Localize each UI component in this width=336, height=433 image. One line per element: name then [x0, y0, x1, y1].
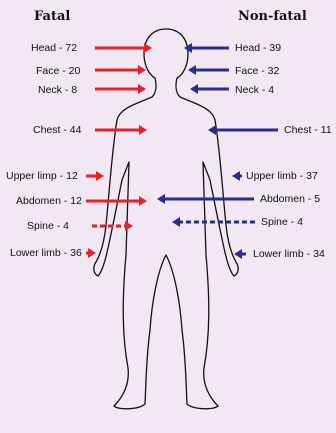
nonfatal-abdomen-arrow — [157, 194, 254, 204]
fatal-upper-limb-label: Upper limp - 12 — [6, 170, 78, 182]
nonfatal-neck-arrow — [190, 84, 229, 94]
fatal-chest-arrow — [95, 125, 147, 135]
nonfatal-lower-limb-arrow — [234, 249, 246, 259]
fatal-lower-limb-arrow — [86, 248, 96, 258]
nonfatal-upper-limb-arrow — [232, 171, 242, 181]
nonfatal-lower-limb-label: Lower limb - 34 — [253, 248, 325, 260]
nonfatal-chest-arrow — [208, 125, 278, 135]
fatal-neck-arrow — [95, 84, 146, 94]
fatal-lower-limb-label: Lower limb - 36 — [10, 247, 82, 259]
nonfatal-neck-label: Neck - 4 — [235, 84, 274, 96]
nonfatal-head-label: Head - 39 — [235, 42, 281, 54]
fatal-column-heading: Fatal — [34, 9, 70, 24]
fatal-upper-limb-arrow — [86, 171, 104, 181]
fatal-face-arrow — [95, 65, 146, 75]
fatal-abdomen-label: Abdomen - 12 — [16, 195, 82, 207]
nonfatal-abdomen-label: Abdomen - 5 — [260, 193, 320, 205]
fatal-head-label: Head - 72 — [31, 42, 77, 54]
nonfatal-column-heading: Non-fatal — [238, 9, 307, 24]
human-body-outline — [94, 29, 238, 409]
nonfatal-face-arrow — [188, 65, 229, 75]
nonfatal-spine-arrow — [172, 217, 255, 227]
nonfatal-chest-label: Chest - 11 — [284, 124, 332, 136]
nonfatal-face-label: Face - 32 — [235, 65, 279, 77]
nonfatal-head-arrow — [184, 43, 229, 53]
fatal-chest-label: Chest - 44 — [33, 124, 81, 136]
fatal-face-label: Face - 20 — [36, 65, 80, 77]
fatal-neck-label: Neck - 8 — [38, 84, 77, 96]
fatal-spine-label: Spine - 4 — [27, 220, 69, 232]
nonfatal-upper-limb-label: Upper limb - 37 — [246, 170, 318, 182]
nonfatal-spine-label: Spine - 4 — [261, 216, 303, 228]
